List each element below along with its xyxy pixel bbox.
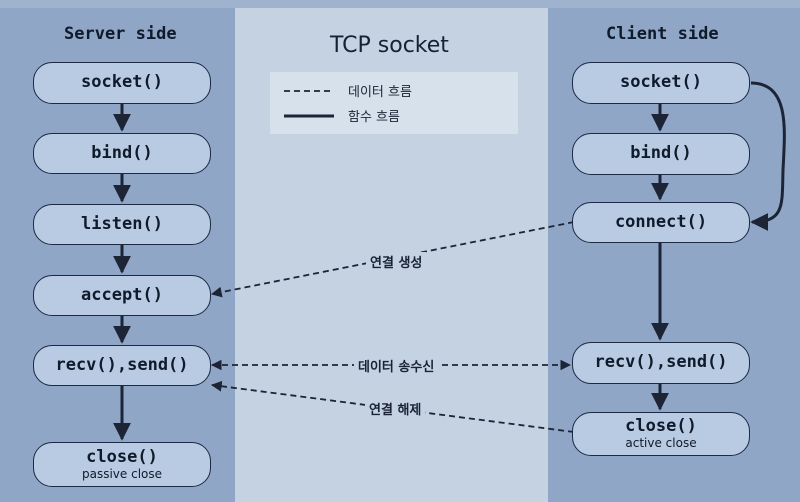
legend-data-flow-label: 데이터 흐름 xyxy=(348,85,412,100)
solid-line-icon xyxy=(284,114,334,117)
dashed-line-icon xyxy=(284,89,334,92)
legend-function-flow-label: 함수 흐름 xyxy=(348,110,400,125)
connection-teardown-label: 연결 해제 xyxy=(365,399,426,418)
client-connect-box: connect() xyxy=(572,202,750,243)
server-accept-box: accept() xyxy=(33,275,211,316)
diagram-title: TCP socket xyxy=(330,33,449,58)
server-close-label: close() xyxy=(86,446,158,467)
legend-data-flow: 데이터 흐름 xyxy=(284,81,412,100)
server-socket-box: socket() xyxy=(33,62,211,104)
server-recv-send-box: recv(),send() xyxy=(33,345,211,386)
server-bind-label: bind() xyxy=(91,142,153,163)
legend-function-flow: 함수 흐름 xyxy=(284,106,400,125)
connection-setup-label: 연결 생성 xyxy=(366,252,427,271)
client-arrow-socket-connect xyxy=(750,81,786,231)
server-close-note: passive close xyxy=(81,466,162,481)
client-socket-box: socket() xyxy=(572,62,750,104)
data-transfer-label: 데이터 송수신 xyxy=(354,356,439,375)
server-recv-send-label: recv(),send() xyxy=(55,354,189,375)
client-connect-label: connect() xyxy=(614,211,708,232)
client-recv-send-box: recv(),send() xyxy=(572,342,750,384)
client-side-title: Client side xyxy=(606,24,719,44)
server-side-title: Server side xyxy=(64,24,177,44)
client-close-box: close() active close xyxy=(572,412,750,456)
client-bind-box: bind() xyxy=(572,133,750,175)
client-close-note: active close xyxy=(625,436,697,451)
server-listen-box: listen() xyxy=(33,204,211,245)
server-socket-label: socket() xyxy=(81,72,163,93)
client-bind-label: bind() xyxy=(630,143,692,164)
server-listen-label: listen() xyxy=(81,213,163,234)
client-socket-label: socket() xyxy=(620,72,702,93)
legend: 데이터 흐름 함수 흐름 xyxy=(270,72,518,134)
server-bind-box: bind() xyxy=(33,133,211,174)
client-close-label: close() xyxy=(625,416,697,437)
server-close-box: close() passive close xyxy=(33,442,211,487)
client-recv-send-label: recv(),send() xyxy=(594,352,728,373)
server-accept-label: accept() xyxy=(81,284,163,305)
